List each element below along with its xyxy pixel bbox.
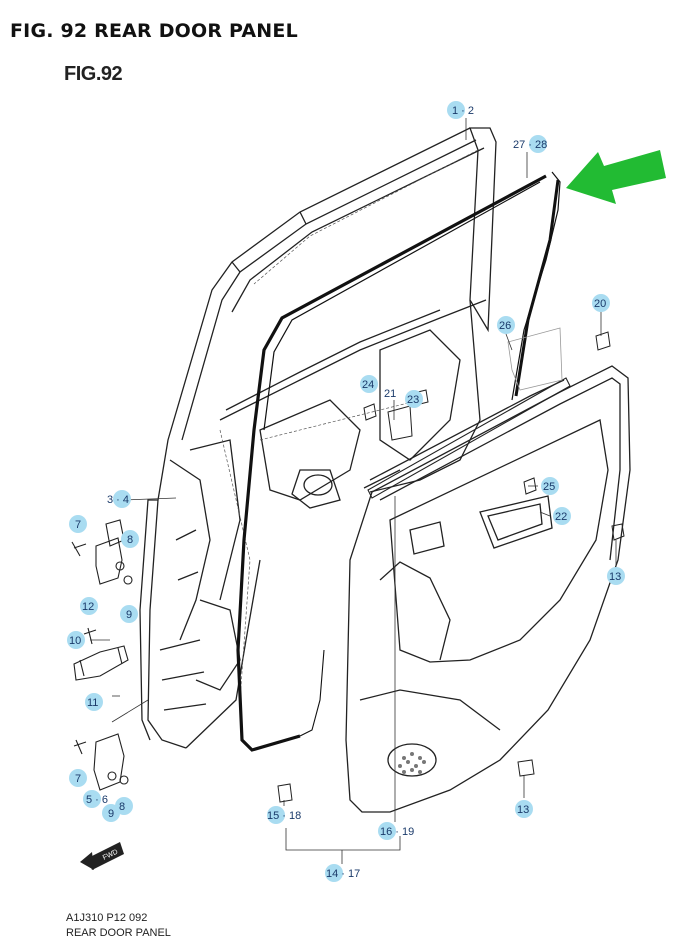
svg-text:27 · 28: 27 · 28 bbox=[513, 139, 547, 151]
callout-7-upper: 7 bbox=[69, 515, 87, 533]
callout-14-17: 14 · 17 bbox=[325, 864, 360, 882]
green-pointer-arrow bbox=[566, 150, 666, 204]
svg-text:22: 22 bbox=[555, 511, 567, 523]
door-trim-panel bbox=[345, 365, 631, 813]
callout-12: 12 bbox=[80, 597, 98, 615]
svg-text:10: 10 bbox=[69, 635, 81, 647]
check-link bbox=[73, 627, 129, 681]
door-inner-panel bbox=[139, 127, 497, 749]
callout-25: 25 bbox=[541, 477, 559, 495]
svg-text:12: 12 bbox=[82, 601, 94, 613]
callouts: 1 · 2 27 · 28 20 26 24 21 23 25 22 13 3 bbox=[67, 101, 625, 882]
svg-text:24: 24 bbox=[362, 379, 374, 391]
leader-lines bbox=[90, 118, 617, 864]
svg-text:13: 13 bbox=[517, 804, 529, 816]
callout-10: 10 bbox=[67, 631, 85, 649]
svg-text:25: 25 bbox=[543, 481, 555, 493]
svg-text:3 · 4: 3 · 4 bbox=[107, 494, 129, 506]
drawing-code: A1J310 P12 092 bbox=[66, 912, 148, 924]
callout-27-28: 27 · 28 bbox=[513, 135, 547, 153]
svg-text:16 · 19: 16 · 19 bbox=[380, 826, 414, 838]
svg-text:8: 8 bbox=[119, 801, 125, 813]
door-panel-detail-lines bbox=[219, 149, 479, 701]
drawing-name: REAR DOOR PANEL bbox=[66, 927, 171, 939]
svg-text:21: 21 bbox=[384, 388, 396, 400]
svg-text:11: 11 bbox=[87, 697, 98, 709]
svg-text:13: 13 bbox=[609, 571, 621, 583]
callout-1-2: 1 · 2 bbox=[447, 101, 474, 119]
belt-molding bbox=[367, 377, 571, 499]
callout-24: 24 bbox=[360, 375, 378, 393]
callout-23: 23 bbox=[405, 390, 423, 408]
svg-text:7: 7 bbox=[75, 519, 81, 531]
svg-text:1 · 2: 1 · 2 bbox=[452, 105, 474, 117]
figure-label: FIG.92 bbox=[64, 63, 123, 85]
callout-9-upper: 9 bbox=[120, 605, 138, 623]
svg-text:14 · 17: 14 · 17 bbox=[326, 868, 360, 880]
lower-hinge bbox=[73, 733, 129, 791]
callout-16-19: 16 · 19 bbox=[378, 822, 414, 840]
callout-13-lower: 13 bbox=[515, 800, 533, 818]
speaker-grille bbox=[398, 752, 426, 774]
weatherstrip-seal bbox=[236, 171, 561, 752]
callout-11: 11 bbox=[85, 693, 103, 711]
fasteners bbox=[277, 331, 625, 803]
callout-26: 26 bbox=[497, 316, 515, 334]
callout-13-right: 13 bbox=[607, 567, 625, 585]
svg-text:15 · 18: 15 · 18 bbox=[267, 810, 301, 822]
callout-7-lower: 7 bbox=[69, 769, 87, 787]
callout-21: 21 bbox=[384, 388, 396, 400]
callout-22: 22 bbox=[553, 507, 571, 525]
svg-text:23: 23 bbox=[407, 394, 419, 406]
water-shield-sheet bbox=[507, 327, 563, 391]
svg-text:8: 8 bbox=[127, 534, 133, 546]
callout-20: 20 bbox=[592, 294, 610, 312]
svg-text:20: 20 bbox=[594, 298, 606, 310]
callout-15-18: 15 · 18 bbox=[267, 806, 301, 824]
svg-text:26: 26 bbox=[499, 320, 511, 332]
callout-8-upper: 8 bbox=[121, 530, 139, 548]
svg-text:9: 9 bbox=[126, 609, 132, 621]
fwd-arrow: FWD bbox=[80, 842, 124, 870]
page-title: FIG. 92 REAR DOOR PANEL bbox=[10, 20, 298, 42]
svg-text:5 · 6: 5 · 6 bbox=[86, 794, 108, 806]
callout-5-6: 5 · 6 bbox=[83, 790, 108, 808]
svg-text:9: 9 bbox=[108, 808, 114, 820]
callout-8-lower: 8 bbox=[115, 797, 133, 815]
callout-3-4: 3 · 4 bbox=[107, 490, 131, 508]
svg-text:7: 7 bbox=[75, 773, 81, 785]
